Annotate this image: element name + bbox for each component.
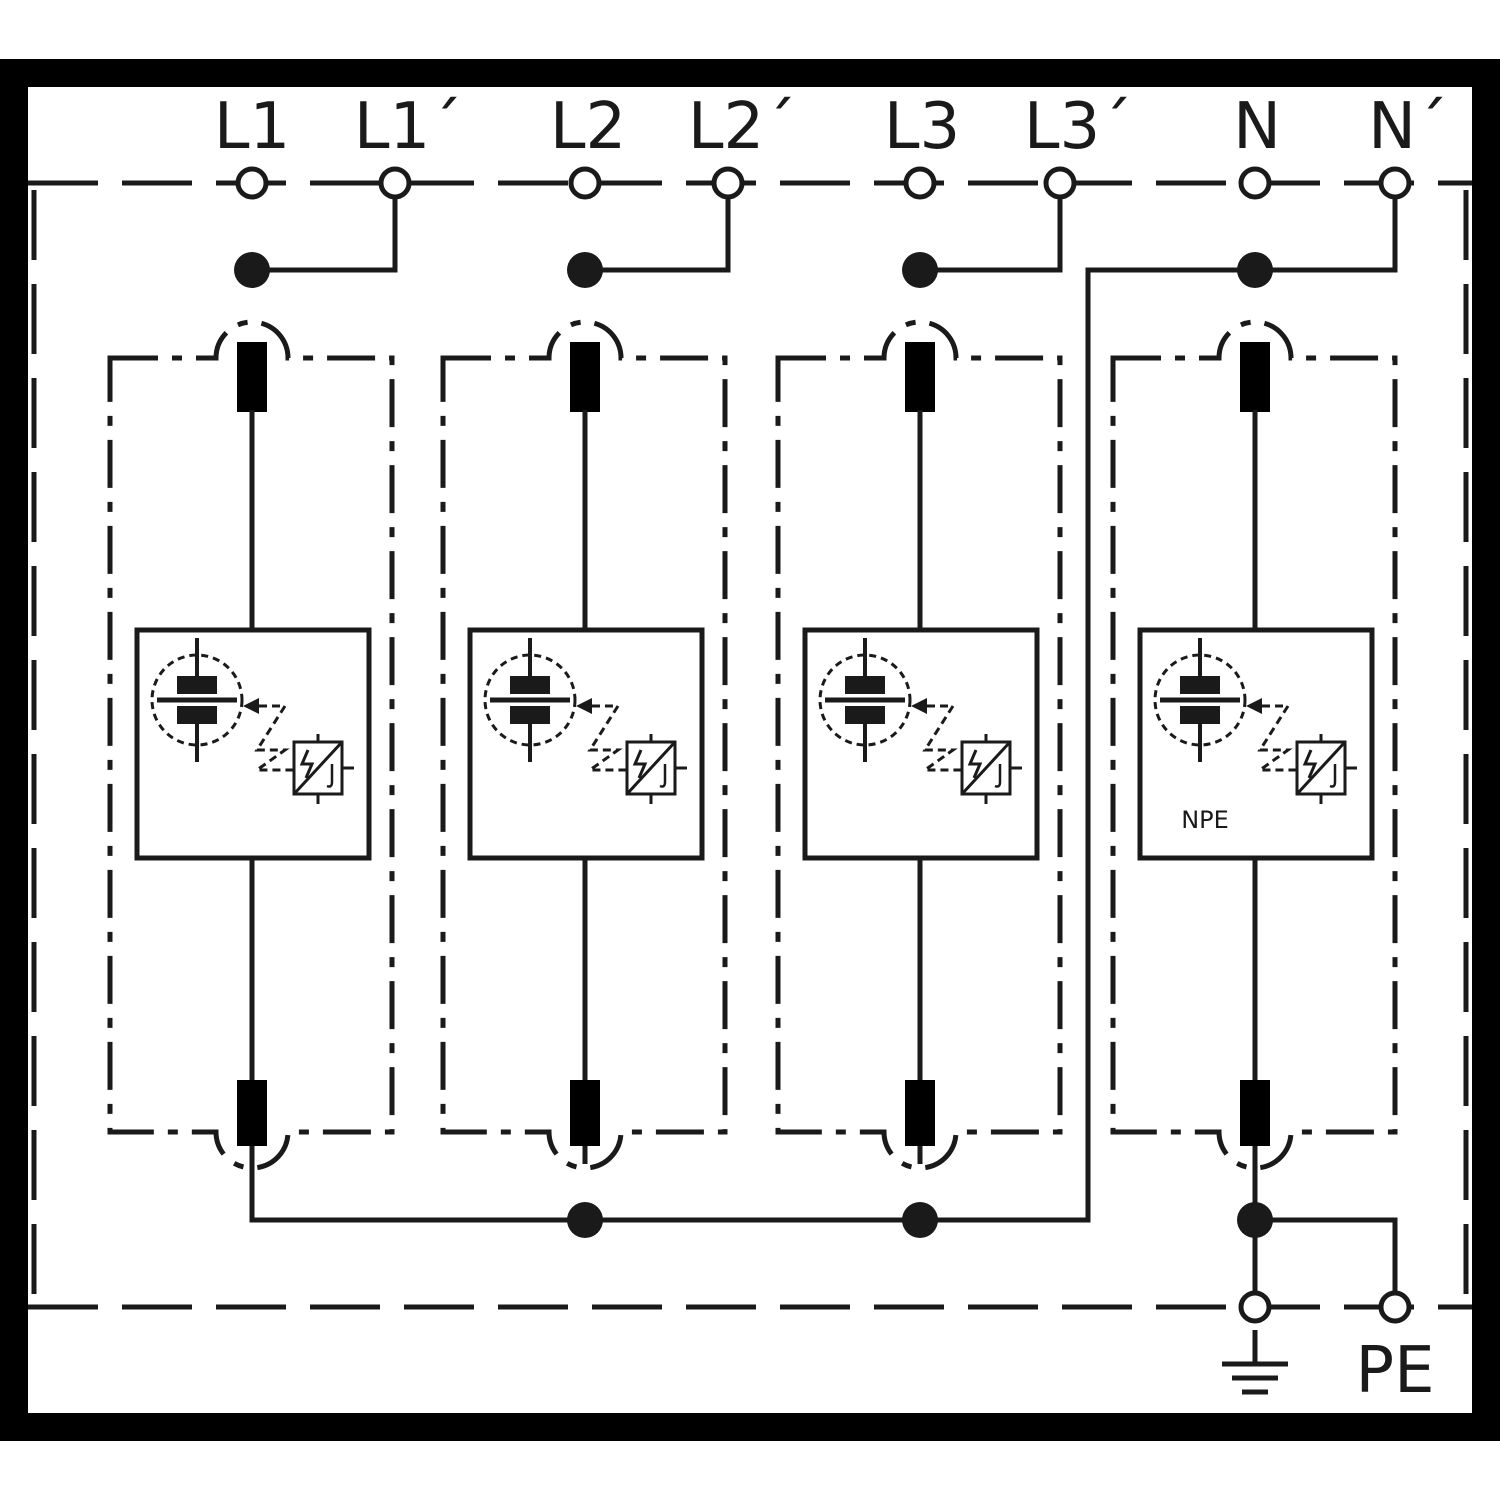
terminal-n-prime xyxy=(1378,166,1412,200)
bridge-wire-l1 xyxy=(252,196,398,273)
lightning-icon xyxy=(967,749,983,779)
indicator-hook-mark xyxy=(994,764,1002,788)
thermal-disconnector-outline xyxy=(818,653,912,747)
junction-dot xyxy=(567,1202,603,1238)
junction-dot xyxy=(567,252,603,288)
indicator-hook-mark xyxy=(659,764,667,788)
status-indicator-icon xyxy=(960,734,1022,804)
spark-gap-plate-top xyxy=(845,676,885,694)
module-l1 xyxy=(107,319,395,1171)
linkage-dashed-line xyxy=(920,704,969,772)
terminal-label-l3-prime: L3´ xyxy=(1024,90,1132,164)
spark-gap-icon xyxy=(1153,638,1304,772)
spark-gap-icon xyxy=(818,638,969,772)
indicator-diagonal xyxy=(625,740,677,796)
spark-gap-plate-bottom xyxy=(510,706,550,724)
module-label: NPE xyxy=(1181,806,1229,834)
module-group: NPE xyxy=(107,319,1398,1171)
linkage-dashed-line xyxy=(252,704,301,772)
lightning-icon xyxy=(1302,749,1318,779)
indicator-diagonal xyxy=(292,740,344,796)
terminal-label-l2: L2 xyxy=(550,90,626,164)
thermal-disconnector-outline xyxy=(1153,653,1247,747)
spark-gap-plate-top xyxy=(510,676,550,694)
terminal-label-l1-prime: L1´ xyxy=(354,90,462,164)
indicator-arrow-icon xyxy=(1246,698,1262,714)
terminal-earth xyxy=(1238,1290,1272,1324)
indicator-diagonal xyxy=(1295,740,1347,796)
indicator-arrow-icon xyxy=(576,698,592,714)
linkage-dashed-line xyxy=(585,704,634,772)
indicator-diagonal xyxy=(960,740,1012,796)
module-l3 xyxy=(775,319,1063,1171)
terminal-l3-prime xyxy=(1043,166,1077,200)
module-enclosure xyxy=(775,319,1063,1171)
terminal-label-pe: PE xyxy=(1355,1334,1434,1408)
top-terminal-labels: L1 L1´ L2 L2´ L3 L3´ N N´ xyxy=(214,90,1448,164)
pe-bridge-wire xyxy=(1255,1217,1398,1295)
bridge-wire-l3 xyxy=(920,196,1063,273)
status-indicator-icon xyxy=(1295,734,1357,804)
terminal-l3 xyxy=(903,166,937,200)
module-enclosure xyxy=(1110,319,1398,1171)
junction-dot xyxy=(1237,252,1273,288)
indicator-hook-mark xyxy=(1329,764,1337,788)
spark-gap-plate-bottom xyxy=(177,706,217,724)
common-bus-wire xyxy=(249,267,1255,1223)
indicator-arrow-icon xyxy=(911,698,927,714)
bridge-wire-l2 xyxy=(585,196,731,273)
thermal-disconnector-outline xyxy=(483,653,577,747)
terminal-label-l1: L1 xyxy=(214,90,290,164)
spark-gap-plate-top xyxy=(1180,676,1220,694)
terminal-l1-prime xyxy=(378,166,412,200)
bridge-wire-n xyxy=(1255,196,1398,273)
spark-gap-plate-bottom xyxy=(845,706,885,724)
thermal-disconnector-outline xyxy=(150,653,244,747)
terminal-label-l3: L3 xyxy=(884,90,960,164)
terminal-n xyxy=(1238,166,1272,200)
terminal-l2-prime xyxy=(711,166,745,200)
terminal-pe xyxy=(1378,1290,1412,1324)
junction-dot xyxy=(902,1202,938,1238)
terminal-label-l2-prime: L2´ xyxy=(688,90,796,164)
lightning-icon xyxy=(299,749,315,779)
spark-gap-icon xyxy=(483,638,634,772)
module-l2 xyxy=(440,319,728,1171)
top-terminals xyxy=(235,166,1412,200)
terminal-label-n: N xyxy=(1233,90,1281,164)
indicator-hook-mark xyxy=(326,764,334,788)
indicator-arrow-icon xyxy=(243,698,259,714)
spark-gap-icon xyxy=(150,638,301,772)
linkage-dashed-line xyxy=(1255,704,1304,772)
spark-gap-plate-bottom xyxy=(1180,706,1220,724)
ground-icon xyxy=(1222,1330,1288,1395)
terminal-label-n-prime: N´ xyxy=(1368,90,1448,164)
spark-gap-plate-top xyxy=(177,676,217,694)
outer-frame xyxy=(0,59,1500,1441)
junction-dot xyxy=(1237,1202,1273,1238)
status-indicator-icon xyxy=(625,734,687,804)
junction-dot xyxy=(234,252,270,288)
junction-dot xyxy=(902,252,938,288)
lightning-icon xyxy=(632,749,648,779)
terminal-l1 xyxy=(235,166,269,200)
module-enclosure xyxy=(107,319,395,1171)
terminal-l2 xyxy=(568,166,602,200)
junction-dots xyxy=(234,252,1273,1238)
module-n: NPE xyxy=(1110,319,1398,1171)
status-indicator-icon xyxy=(292,734,354,804)
module-enclosure xyxy=(440,319,728,1171)
